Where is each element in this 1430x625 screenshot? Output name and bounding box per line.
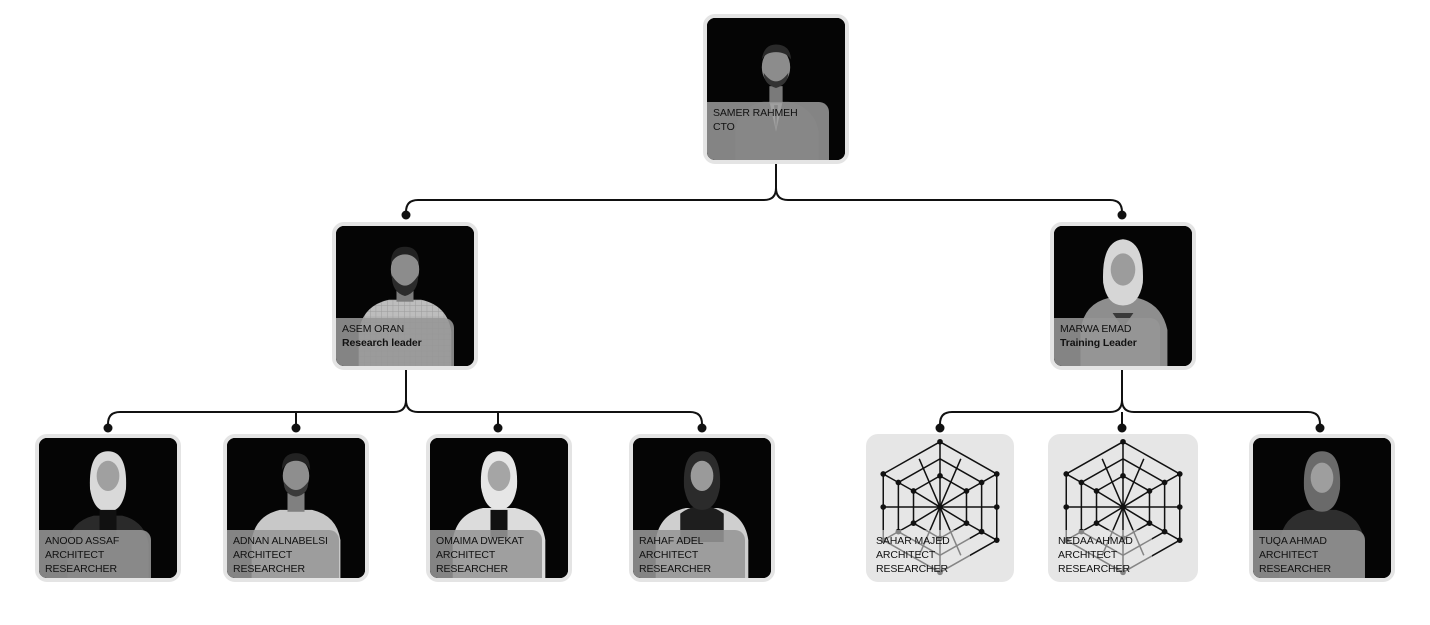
person-role: ARCHITECT: [233, 549, 293, 561]
connector-dot: [401, 210, 411, 220]
person-name: SAMER RAHMEH: [713, 107, 798, 119]
person-role: RESEARCHER: [876, 563, 948, 575]
team-member-card[interactable]: RAHAF ADEL ARCHITECT RESEARCHER: [629, 434, 775, 582]
person-role: ARCHITECT: [45, 549, 105, 561]
person-name: TUQA AHMAD: [1259, 535, 1327, 547]
person-caption: ASEM ORAN Research leader: [336, 318, 454, 366]
person-caption: ANOOD ASSAF ARCHITECT RESEARCHER: [39, 530, 151, 578]
connector-dot: [1117, 210, 1127, 220]
research-leader-card[interactable]: ASEM ORAN Research leader: [332, 222, 478, 370]
person-caption: RAHAF ADEL ARCHITECT RESEARCHER: [633, 530, 745, 578]
connector-cto-marwa: [775, 187, 1123, 216]
cto-card[interactable]: SAMER RAHMEH CTO: [703, 14, 849, 164]
person-name: NEDAA AHMAD: [1058, 535, 1133, 547]
person-role: RESEARCHER: [233, 563, 305, 575]
person-caption: ADNAN ALNABELSI ARCHITECT RESEARCHER: [227, 530, 339, 578]
person-role: RESEARCHER: [436, 563, 508, 575]
person-role: RESEARCHER: [1058, 563, 1130, 575]
connector-cto-asem: [405, 162, 777, 216]
connector-asem-rahaf: [405, 399, 703, 428]
person-caption: SAMER RAHMEH CTO: [707, 102, 829, 160]
connector-dot: [103, 423, 113, 433]
person-name: ADNAN ALNABELSI: [233, 535, 328, 547]
connector-dot: [697, 423, 707, 433]
team-member-card[interactable]: NEDAA AHMAD ARCHITECT RESEARCHER: [1048, 434, 1198, 582]
person-name: RAHAF ADEL: [639, 535, 704, 547]
person-caption: OMAIMA DWEKAT ARCHITECT RESEARCHER: [430, 530, 542, 578]
person-role: RESEARCHER: [1259, 563, 1331, 575]
training-leader-card[interactable]: MARWA EMAD Training Leader: [1050, 222, 1196, 370]
team-member-card[interactable]: SAHAR MAJED ARCHITECT RESEARCHER: [866, 434, 1014, 582]
person-caption: MARWA EMAD Training Leader: [1054, 318, 1160, 366]
person-name: MARWA EMAD: [1060, 323, 1132, 335]
team-member-card[interactable]: TUQA AHMAD ARCHITECT RESEARCHER: [1249, 434, 1395, 582]
person-role: ARCHITECT: [639, 549, 699, 561]
connector-dot: [935, 423, 945, 433]
person-role: ARCHITECT: [436, 549, 496, 561]
team-member-card[interactable]: ANOOD ASSAF ARCHITECT RESEARCHER: [35, 434, 181, 582]
team-member-card[interactable]: OMAIMA DWEKAT ARCHITECT RESEARCHER: [426, 434, 572, 582]
connector-dot: [493, 423, 503, 433]
person-role: RESEARCHER: [45, 563, 117, 575]
person-role: CTO: [713, 121, 735, 133]
person-role: RESEARCHER: [639, 563, 711, 575]
connector-marwa-sahar: [939, 370, 1123, 428]
connector-asem-anood: [107, 370, 407, 428]
connector-dot: [1117, 423, 1127, 433]
person-role: ARCHITECT: [1058, 549, 1118, 561]
person-role: Research leader: [342, 337, 422, 349]
person-caption: SAHAR MAJED ARCHITECT RESEARCHER: [870, 530, 970, 578]
person-caption: TUQA AHMAD ARCHITECT RESEARCHER: [1253, 530, 1365, 578]
connector-dot: [1315, 423, 1325, 433]
person-name: OMAIMA DWEKAT: [436, 535, 524, 547]
connector-dot: [291, 423, 301, 433]
connector-marwa-tuqa: [1121, 399, 1321, 428]
person-role: ARCHITECT: [1259, 549, 1319, 561]
person-role: Training Leader: [1060, 337, 1137, 349]
person-name: ASEM ORAN: [342, 323, 405, 335]
person-role: ARCHITECT: [876, 549, 936, 561]
team-member-card[interactable]: ADNAN ALNABELSI ARCHITECT RESEARCHER: [223, 434, 369, 582]
person-name: ANOOD ASSAF: [45, 535, 120, 547]
person-caption: NEDAA AHMAD ARCHITECT RESEARCHER: [1052, 530, 1152, 578]
person-name: SAHAR MAJED: [876, 535, 950, 547]
